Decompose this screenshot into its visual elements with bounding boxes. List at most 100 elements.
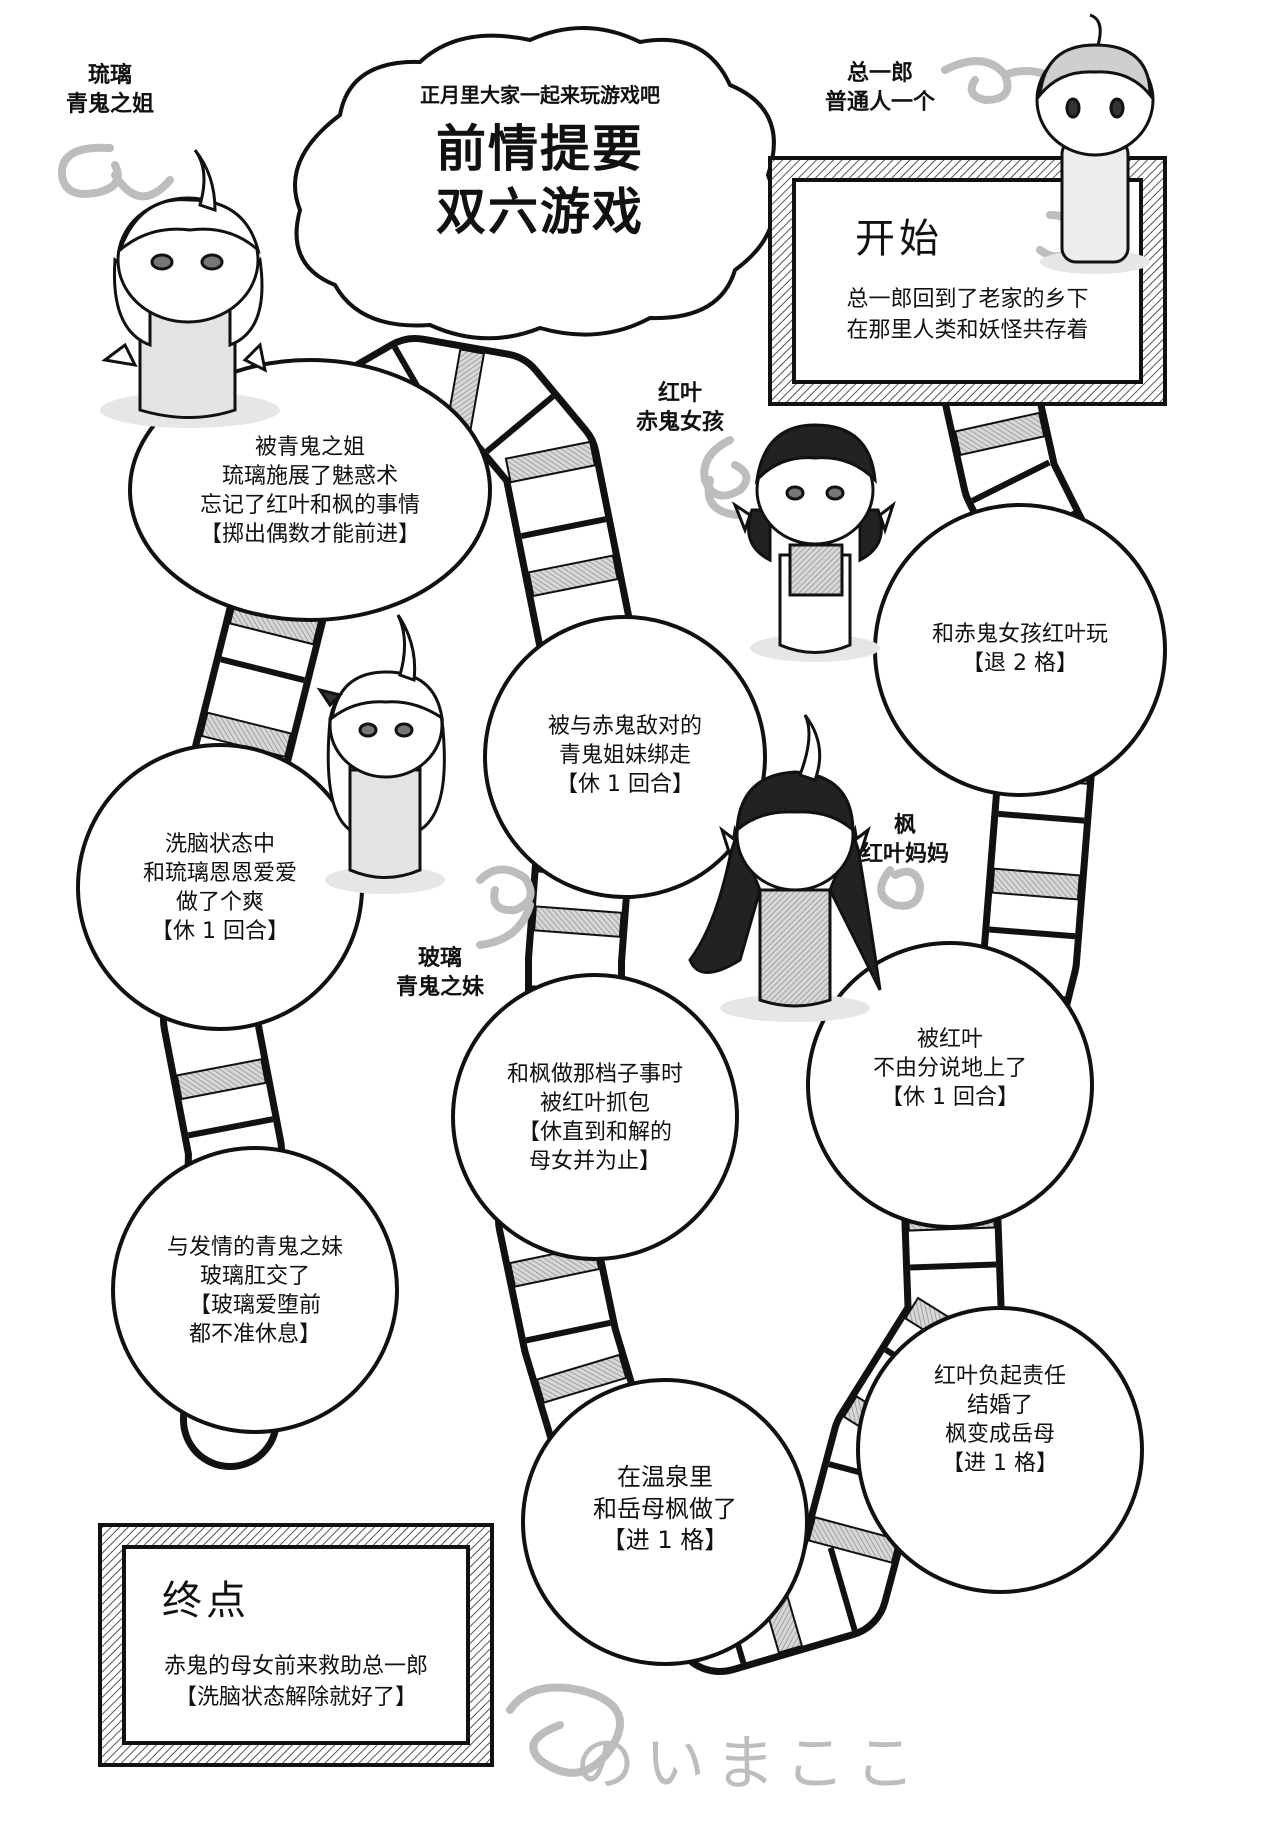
cell-hari-line-4: 都不准休息】 <box>188 1322 321 1348</box>
cell-taken: 被红叶 不由分说地上了 【休 1 回合】 <box>830 1025 1070 1112</box>
cell-taken-line-1: 被红叶 <box>916 1027 983 1052</box>
label-soichiro: 总一郎 普通人一个 <box>805 60 955 117</box>
start-line-1: 总一郎回到了老家的乡下 <box>846 287 1089 312</box>
header-title-line2: 双六游戏 <box>436 182 644 241</box>
swirl-hari <box>476 865 535 949</box>
track-rung <box>187 1116 274 1139</box>
cell-kidnapped-line-3: 【休 1 回合】 <box>556 772 694 798</box>
ruri-figure <box>100 149 280 428</box>
goal-body: 赤鬼的母女前来救助总一郎 【洗脑状态解除就好了】 <box>130 1652 462 1714</box>
track-rung <box>525 1319 611 1344</box>
goal-line-2: 【洗脑状态解除就好了】 <box>174 1684 417 1710</box>
header-subtitle: 正月里大家一起来玩游戏吧 <box>420 83 660 107</box>
goal-line-1: 赤鬼的母女前来救助总一郎 <box>163 1654 428 1679</box>
track-rung <box>989 926 1076 940</box>
cell-brainwashed: 洗脑状态中 和琉璃恩恩爱爱 做了个爽 【休 1 回合】 <box>100 830 340 946</box>
track-rung <box>527 554 619 598</box>
track-rung <box>520 516 607 540</box>
cell-caught-line-4: 母女并为止】 <box>528 1149 661 1175</box>
cell-brainwashed-line-1: 洗脑状态中 <box>164 832 275 857</box>
swirl-footer <box>506 1683 624 1777</box>
track-rung <box>807 1516 900 1564</box>
cell-kidnapped-line-1: 被与赤鬼敌对的 <box>547 714 702 739</box>
swirl-kaede <box>877 866 925 910</box>
cell-brainwashed-line-4: 【休 1 回合】 <box>151 919 289 945</box>
track-rung <box>535 1353 628 1404</box>
cell-charmed-line-1: 被青鬼之姐 <box>254 435 365 460</box>
cell-kidnapped-line-2: 青鬼姐妹绑走 <box>558 743 691 769</box>
cell-charmed: 被青鬼之姐 琉璃施展了魅惑术 忘记了红叶和枫的事情 【掷出偶数才能前进】 <box>160 433 460 549</box>
cell-charmed-line-4: 【掷出偶数才能前进】 <box>199 522 420 548</box>
label-hari-name: 玻璃 <box>417 946 462 971</box>
label-ruri-name: 琉璃 <box>87 63 132 88</box>
cell-onsen-line-3: 【进 1 格】 <box>601 1526 729 1555</box>
goal-title: 终点 <box>162 1578 250 1624</box>
label-ruri: 琉璃 青鬼之姐 <box>40 62 180 119</box>
label-momiji-role: 赤鬼女孩 <box>635 409 724 435</box>
cell-onsen-line-2: 和岳母枫做了 <box>593 1494 737 1523</box>
label-hari: 玻璃 青鬼之妹 <box>375 945 505 1002</box>
swirl-top-left <box>57 143 174 201</box>
hari-figure <box>316 614 446 894</box>
start-title: 开始 <box>855 216 943 262</box>
cell-kidnapped-shape <box>483 615 767 899</box>
label-ruri-role: 青鬼之姐 <box>65 91 154 117</box>
track-rung <box>175 1058 268 1101</box>
track-rung <box>953 411 1046 457</box>
track-rung <box>220 656 306 684</box>
header-title: 前情提要 双六游戏 <box>330 118 750 243</box>
label-momiji-name: 红叶 <box>657 381 702 406</box>
header-title-line1: 前情提要 <box>436 120 644 179</box>
cell-momiji-play-line-1: 和赤鬼女孩红叶玩 <box>931 622 1108 647</box>
cell-married-line-3: 枫变成岳母 <box>944 1422 1055 1448</box>
label-hari-role: 青鬼之妹 <box>395 974 484 1000</box>
soichiro-figure <box>1035 13 1155 274</box>
cell-onsen-line-1: 在温泉里 <box>617 1463 713 1491</box>
track-rung <box>827 1547 858 1632</box>
cell-charmed-line-2: 琉璃施展了魅惑术 <box>221 464 398 490</box>
cell-married-line-1: 红叶负起责任 <box>933 1364 1066 1389</box>
track-rung <box>504 440 597 484</box>
cell-taken-shape <box>806 941 1094 1229</box>
label-soichiro-role: 普通人一个 <box>824 89 935 115</box>
start-line-2: 在那里人类和妖怪共存着 <box>846 317 1089 343</box>
cell-brainwashed-line-3: 做了个爽 <box>175 890 264 916</box>
artist-signature: のいまここ <box>575 1729 925 1799</box>
cell-caught-line-3: 【休直到和解的 <box>517 1120 672 1146</box>
cell-onsen: 在温泉里 和岳母枫做了 【进 1 格】 <box>545 1462 785 1557</box>
header: 正月里大家一起来玩游戏吧 前情提要 双六游戏 <box>330 82 750 243</box>
cell-hari-line-2: 玻璃肛交了 <box>199 1264 310 1290</box>
cell-married-line-2: 结婚了 <box>966 1393 1033 1419</box>
cell-onsen-shape <box>521 1378 809 1666</box>
track-rung <box>484 394 555 454</box>
label-kaede: 枫 红叶妈妈 <box>840 812 970 869</box>
cell-hari-shape <box>111 1146 399 1434</box>
swirl-momiji <box>700 436 764 520</box>
start-body: 总一郎回到了老家的乡下 在那里人类和妖怪共存着 <box>800 285 1135 347</box>
label-momiji: 红叶 赤鬼女孩 <box>615 380 745 437</box>
cell-caught-shape <box>451 973 739 1261</box>
cell-taken-line-2: 不由分说地上了 <box>872 1056 1027 1082</box>
cell-kidnapped: 被与赤鬼敌对的 青鬼姐妹绑走 【休 1 回合】 <box>505 712 745 799</box>
cell-hari-anal: 与发情的青鬼之妹 玻璃肛交了 【玻璃爱堕前 都不准休息】 <box>130 1233 380 1349</box>
label-kaede-role: 红叶妈妈 <box>860 841 949 867</box>
label-soichiro-name: 总一郎 <box>846 61 913 86</box>
track-rung <box>533 905 623 938</box>
cell-caught: 和枫做那档子事时 被红叶抓包 【休直到和解的 母女并为止】 <box>470 1060 720 1176</box>
cell-brainwashed-line-2: 和琉璃恩恩爱爱 <box>142 861 297 887</box>
track-rung <box>909 1261 997 1271</box>
track-rung <box>971 459 1051 504</box>
cell-charmed-line-3: 忘记了红叶和枫的事情 <box>199 493 420 519</box>
cell-hari-line-1: 与发情的青鬼之妹 <box>166 1235 343 1260</box>
kaede-figure <box>688 714 882 1022</box>
cell-taken-line-3: 【休 1 回合】 <box>881 1085 1019 1111</box>
cell-married-line-4: 【进 1 格】 <box>942 1451 1058 1477</box>
cell-momiji-play: 和赤鬼女孩红叶玩 【退 2 格】 <box>890 620 1150 678</box>
label-kaede-name: 枫 <box>893 813 916 838</box>
goal-box <box>98 1523 494 1767</box>
cell-married: 红叶负起责任 结婚了 枫变成岳母 【进 1 格】 <box>880 1362 1120 1478</box>
track-rung <box>998 810 1085 824</box>
cell-momiji-play-line-2: 【退 2 格】 <box>962 651 1078 677</box>
